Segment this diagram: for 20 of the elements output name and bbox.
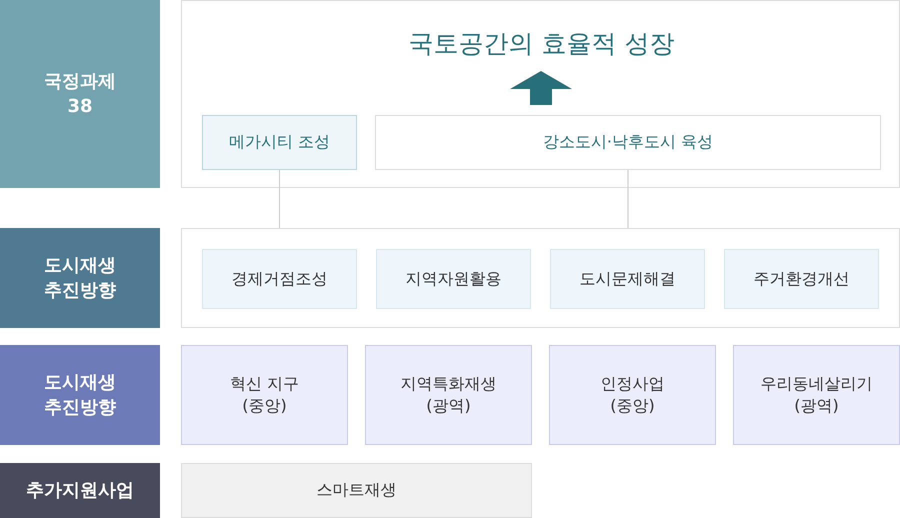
- connector-line: [279, 170, 280, 228]
- label-box: 강소도시·낙후도시 육성: [375, 115, 881, 170]
- label-box: 지역자원활용: [376, 249, 531, 309]
- heading: 국토공간의 효율적 성장: [182, 19, 900, 67]
- up-arrow: [510, 71, 572, 105]
- label-box: 우리동네살리기 (광역): [733, 345, 900, 445]
- label-box: 혁신 지구 (중앙): [181, 345, 348, 445]
- label-box: 도시문제해결: [550, 249, 705, 309]
- group-panel: [181, 0, 900, 188]
- label-box: 지역특화재생 (광역): [365, 345, 532, 445]
- label-box: 주거환경개선: [724, 249, 879, 309]
- side-label-panel: 추가지원사업: [0, 463, 160, 518]
- side-label-panel: 도시재생 추진방향: [0, 228, 160, 328]
- side-label-panel: 도시재생 추진방향: [0, 345, 160, 445]
- label-box: 인정사업 (중앙): [549, 345, 716, 445]
- label-box: 메가시티 조성: [202, 115, 357, 170]
- group-panel: [181, 228, 900, 328]
- label-box: 경제거점조성: [202, 249, 357, 309]
- side-label-panel: 국정과제 38: [0, 0, 160, 188]
- label-box: 스마트재생: [181, 463, 532, 518]
